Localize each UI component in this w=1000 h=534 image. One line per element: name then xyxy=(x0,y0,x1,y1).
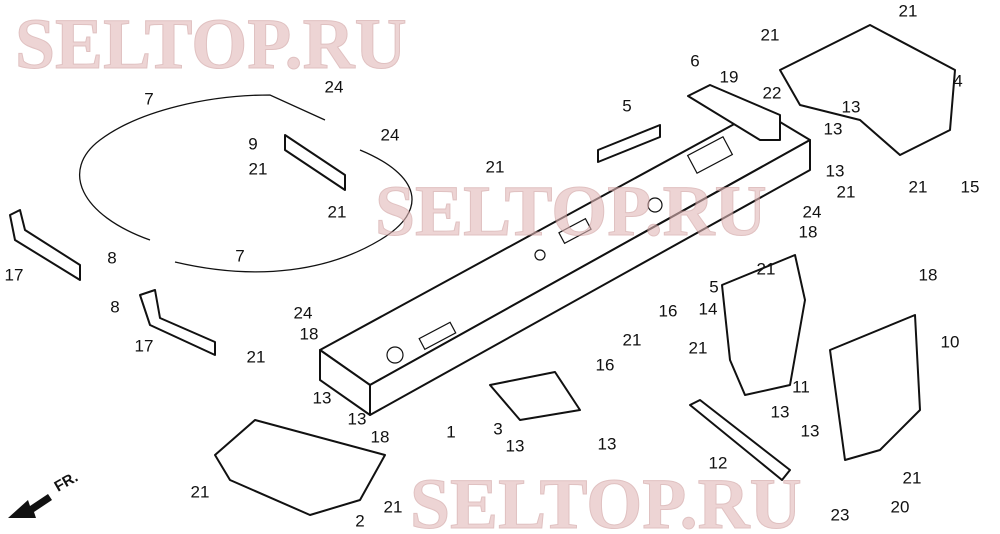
callout-label: 13 xyxy=(348,409,367,428)
callout-label: 11 xyxy=(792,377,810,396)
front-direction-arrow: FR. xyxy=(8,469,81,518)
plate-5 xyxy=(597,124,661,163)
callout-label: 8 xyxy=(110,297,119,316)
callout-label: 24 xyxy=(325,77,344,96)
callout-label: 18 xyxy=(371,427,390,446)
callout-label: 21 xyxy=(623,330,642,349)
watermark: SELTOP.RU xyxy=(410,464,802,534)
callout-label: 23 xyxy=(831,505,850,524)
callout-label: 24 xyxy=(381,125,400,144)
callout-label: 22 xyxy=(763,83,782,102)
callout-label: 21 xyxy=(903,468,922,487)
callout-label: 17 xyxy=(135,336,154,355)
callout-labels: 21 21 6 19 22 4 13 13 13 21 15 21 5 7 24… xyxy=(5,1,980,530)
callout-label: 7 xyxy=(235,246,244,265)
brackets xyxy=(9,209,216,356)
callout-label: 21 xyxy=(689,338,708,357)
callout-label: 14 xyxy=(699,299,718,318)
side-plate-10 xyxy=(829,314,921,461)
callout-label: 13 xyxy=(598,434,617,453)
side-plate-11 xyxy=(721,254,806,396)
callout-label: 16 xyxy=(659,301,678,320)
watermark: SELTOP.RU xyxy=(15,4,407,84)
callout-label: 21 xyxy=(486,157,505,176)
bumper-loops xyxy=(78,94,413,273)
callout-label: 5 xyxy=(622,96,631,115)
svg-text:FR.: FR. xyxy=(52,469,81,496)
callout-label: 24 xyxy=(803,202,822,221)
callout-label: 21 xyxy=(328,202,347,221)
callout-label: 1 xyxy=(446,422,455,441)
bar-12 xyxy=(689,399,791,481)
plate-6 xyxy=(687,84,781,141)
callout-label: 24 xyxy=(294,303,313,322)
callout-label: 13 xyxy=(771,402,790,421)
callout-label: 6 xyxy=(690,51,699,70)
callout-label: 21 xyxy=(757,259,776,278)
callout-label: 13 xyxy=(824,119,843,138)
callout-label: 21 xyxy=(191,482,210,501)
callout-label: 13 xyxy=(801,421,820,440)
callout-label: 18 xyxy=(799,222,818,241)
callout-label: 21 xyxy=(909,177,928,196)
front-bracket xyxy=(214,419,386,516)
callout-label: 17 xyxy=(5,265,24,284)
callout-label: 12 xyxy=(709,453,728,472)
callout-label: 13 xyxy=(842,97,861,116)
callout-label: 16 xyxy=(596,355,615,374)
callout-label: 21 xyxy=(899,1,918,20)
callout-label: 13 xyxy=(826,161,845,180)
callout-label: 5 xyxy=(709,277,718,296)
callout-label: 2 xyxy=(355,511,364,530)
callout-label: 21 xyxy=(249,159,268,178)
upper-bracket xyxy=(779,24,956,156)
callout-label: 9 xyxy=(248,134,257,153)
callout-label: 18 xyxy=(919,265,938,284)
callout-label: 21 xyxy=(837,182,856,201)
callout-label: 21 xyxy=(384,497,403,516)
callout-label: 18 xyxy=(300,324,319,343)
watermarks: SELTOP.RU SELTOP.RU SELTOP.RU xyxy=(15,4,803,534)
callout-label: 21 xyxy=(761,25,780,44)
callout-label: 7 xyxy=(144,89,153,108)
callout-label: 8 xyxy=(107,248,116,267)
callout-label: 20 xyxy=(891,497,910,516)
callout-label: 21 xyxy=(247,347,266,366)
callout-label: 15 xyxy=(961,177,980,196)
watermark: SELTOP.RU xyxy=(375,171,767,251)
callout-label: 13 xyxy=(313,388,332,407)
callout-label: 19 xyxy=(720,67,739,86)
callout-label: 4 xyxy=(953,71,962,90)
main-frame xyxy=(319,109,811,421)
callout-label: 10 xyxy=(941,332,960,351)
callout-label: 3 xyxy=(493,419,502,438)
callout-label: 13 xyxy=(506,436,525,455)
